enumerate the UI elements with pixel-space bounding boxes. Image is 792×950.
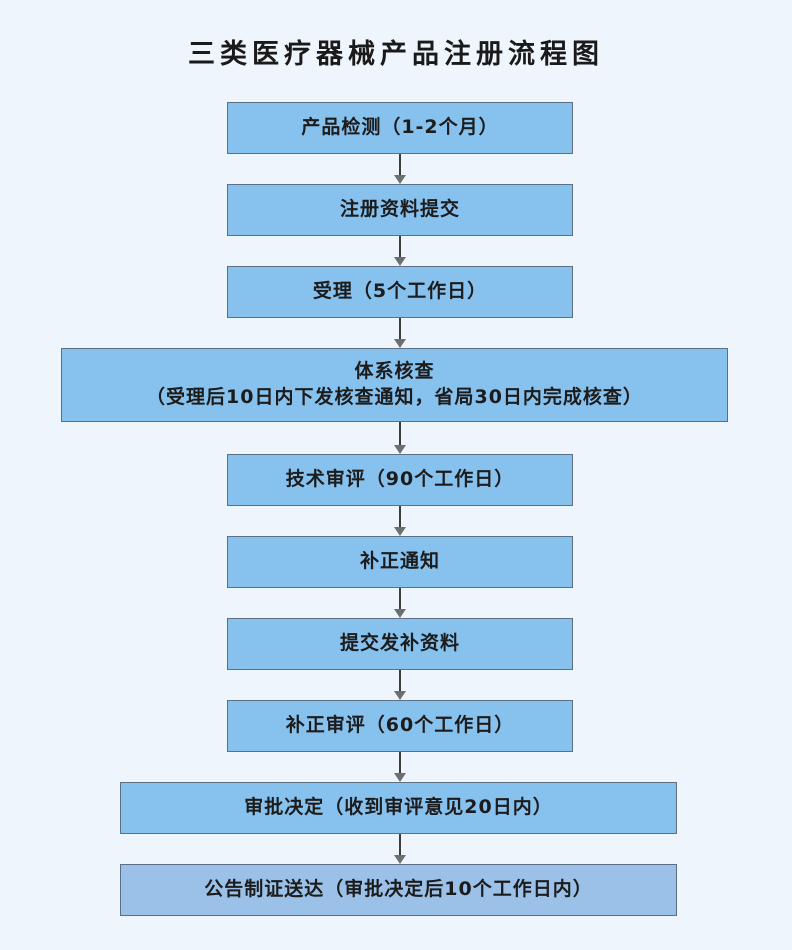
flow-arrow bbox=[391, 506, 409, 536]
step-label: 补正审评（60个工作日） bbox=[285, 714, 515, 737]
flow-arrow bbox=[391, 422, 409, 454]
flow-arrow bbox=[391, 670, 409, 700]
flow-arrow bbox=[391, 588, 409, 618]
step-label: 体系核查 bbox=[354, 360, 435, 383]
flow-arrow bbox=[391, 236, 409, 266]
step-label: 审批决定（收到审评意见20日内） bbox=[244, 796, 553, 819]
step-label: 产品检测（1-2个月） bbox=[301, 116, 499, 139]
step-product-testing: 产品检测（1-2个月） bbox=[227, 102, 573, 154]
step-submit-documents: 注册资料提交 bbox=[227, 184, 573, 236]
step-label: 受理（5个工作日） bbox=[312, 280, 488, 303]
diagram-title: 三类医疗器械产品注册流程图 bbox=[188, 39, 604, 70]
step-announcement-delivery: 公告制证送达（审批决定后10个工作日内） bbox=[120, 864, 677, 916]
step-submit-supplement: 提交发补资料 bbox=[227, 618, 573, 670]
flow-arrow bbox=[391, 834, 409, 864]
flow-arrow bbox=[391, 752, 409, 782]
step-sublabel: （受理后10日内下发核查通知，省局30日内完成核查） bbox=[146, 386, 643, 408]
step-label: 注册资料提交 bbox=[339, 198, 460, 221]
flow-arrow bbox=[391, 154, 409, 184]
step-label: 补正通知 bbox=[359, 550, 440, 573]
step-technical-review: 技术审评（90个工作日） bbox=[227, 454, 573, 506]
step-label: 公告制证送达（审批决定后10个工作日内） bbox=[204, 878, 593, 901]
step-system-inspection: 体系核查 （受理后10日内下发核查通知，省局30日内完成核查） bbox=[61, 348, 728, 422]
step-approval-decision: 审批决定（收到审评意见20日内） bbox=[120, 782, 677, 834]
step-acceptance: 受理（5个工作日） bbox=[227, 266, 573, 318]
step-label: 提交发补资料 bbox=[339, 632, 460, 655]
step-correction-review: 补正审评（60个工作日） bbox=[227, 700, 573, 752]
flow-arrow bbox=[391, 318, 409, 348]
step-label: 技术审评（90个工作日） bbox=[285, 468, 515, 491]
step-correction-notice: 补正通知 bbox=[227, 536, 573, 588]
